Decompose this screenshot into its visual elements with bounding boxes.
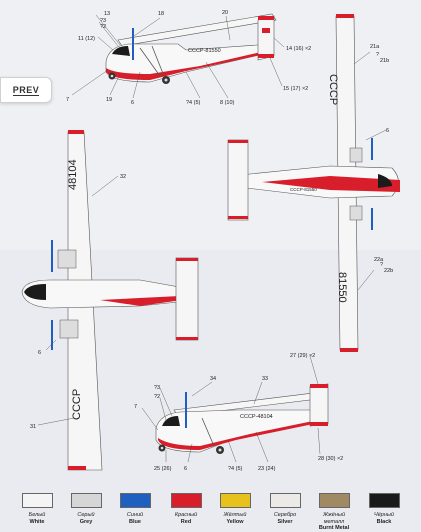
swatch-yellow-ru: Жёлтый (223, 512, 247, 518)
callout-6-left: 6 (38, 350, 41, 356)
swatch-silver-en: Silver (277, 518, 293, 525)
registration-left-wing-number: 48104 (67, 159, 79, 190)
callout-18: 18 (158, 11, 164, 17)
swatch-blue-ru: Синий (126, 512, 144, 518)
callout-7: 7 (66, 97, 69, 103)
swatch-red-en: Red (180, 518, 192, 525)
registration-right-wing-number: 81550 (336, 272, 348, 303)
swatch-yellow-en: Yellow (226, 518, 244, 525)
swatch-red (171, 493, 202, 508)
callout-23-24: 23 (24) (258, 466, 276, 472)
callout-34: 34 (210, 376, 216, 382)
callout-21a: 21a (370, 44, 380, 50)
callout-27-29: 27 (29) ×2 (290, 353, 315, 359)
callout-q21: ? (376, 52, 379, 58)
registration-middle-side: СССР-81550 (290, 187, 317, 192)
swatch-silver (270, 493, 301, 508)
swatch-white-ru: Белый (28, 512, 46, 518)
prev-button[interactable]: PREV (0, 77, 52, 103)
swatch-black-ru: Чёрный (374, 512, 394, 518)
callout-19: 19 (106, 97, 112, 103)
callout-q4-5-bottom: ?4 (5) (228, 466, 243, 472)
callout-q3: ?3 (100, 18, 106, 24)
side-view-81550: СССР-81550 13 ?3 ?2 11 (12) 7 19 6 18 20… (66, 10, 311, 106)
swatch-white-en: White (29, 518, 45, 525)
callout-6-right: 6 (386, 128, 389, 134)
callout-6: 6 (131, 100, 134, 106)
callout-31: 31 (30, 424, 36, 430)
swatch-white (22, 493, 53, 508)
top-view-81550: СССР-81550 СССР 81550 21a ? 21b 6 22a ? … (227, 14, 400, 352)
swatch-black-en: Black (376, 518, 392, 525)
swatch-yellow (220, 493, 251, 508)
bottom-view-48104: 48104 СССР 32 6 31 (21, 130, 199, 471)
swatch-red-ru: Красный (174, 512, 198, 518)
callout-22a: 22a (374, 257, 384, 263)
callout-21b: 21b (380, 58, 389, 64)
callout-q2-bottom: ?2 (154, 394, 160, 400)
callout-q3-bottom: ?3 (154, 385, 160, 391)
swatch-burnt-metal (319, 493, 350, 508)
callout-q2: ?2 (100, 24, 106, 30)
side-view-48104: СССР-48104 27 (29) ×2 34 33 ?3 ?2 7 25 (… (134, 353, 343, 472)
callout-15-17: 15 (17) ×2 (283, 86, 308, 92)
callout-20: 20 (222, 10, 228, 16)
swatch-black (369, 493, 400, 508)
callout-22b: 22b (384, 268, 393, 274)
callout-25-26: 25 (26) (154, 466, 172, 472)
registration-top-side: СССР-81550 (188, 48, 221, 54)
callout-11-12: 11 (12) (78, 36, 95, 42)
swatch-blue (120, 493, 151, 508)
prev-label: PREV (12, 84, 40, 96)
swatch-grey (71, 493, 102, 508)
callout-6-bottom: 6 (184, 466, 187, 472)
callout-13: 13 (104, 11, 110, 17)
swatch-silver-ru: Серебро (273, 512, 297, 518)
callout-32: 32 (120, 174, 126, 180)
swatch-grey-ru: Серый (77, 512, 95, 518)
registration-right-wing-cccp: СССР (327, 74, 339, 105)
callout-q4-5: ?4 (5) (186, 100, 201, 106)
callout-8-10: 8 (10) (220, 100, 235, 106)
swatch-grey-en: Grey (79, 518, 93, 525)
registration-left-wing-cccp: СССР (71, 389, 83, 420)
swatch-blue-en: Blue (129, 518, 141, 525)
callout-q22: ? (380, 262, 383, 268)
swatch-burnt-metal-en: Burnt Metal (318, 525, 350, 531)
callout-7-bottom: 7 (134, 404, 137, 410)
callout-28-30: 28 (30) ×2 (318, 456, 343, 462)
swatch-burnt-metal-ru: Жжёный металл (322, 512, 346, 525)
callout-33: 33 (262, 376, 268, 382)
registration-bottom-side: СССР-48104 (240, 414, 273, 420)
callout-14-16: 14 (16) ×2 (286, 46, 311, 52)
